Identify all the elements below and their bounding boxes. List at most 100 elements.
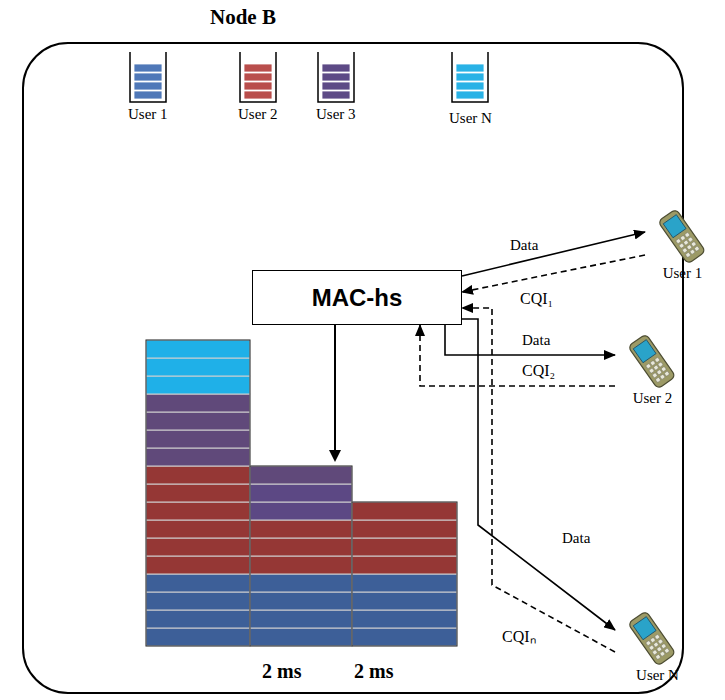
phone-key <box>653 365 658 370</box>
phone-key <box>646 640 651 645</box>
time-slot-block <box>146 430 250 448</box>
phone-key <box>664 648 669 653</box>
time-slot-block <box>352 520 457 538</box>
phone-key <box>646 363 651 368</box>
mobile-phone <box>651 210 711 264</box>
time-slot-block <box>146 394 250 412</box>
mobile-phone <box>621 335 681 389</box>
slot-column-outline <box>146 340 250 646</box>
time-slot-block <box>352 556 457 574</box>
phone-key <box>652 650 657 655</box>
data-arrow <box>462 319 615 630</box>
time-slot-block <box>352 592 457 610</box>
user-terminal: User 1 <box>645 210 720 290</box>
queue-outline <box>452 52 488 102</box>
queue-packet <box>456 64 484 72</box>
queue-packet <box>322 64 350 72</box>
phone-key <box>687 245 692 250</box>
phone-key <box>652 373 657 378</box>
queue-outline <box>130 52 166 102</box>
phone-key <box>676 238 681 243</box>
phone-body <box>628 335 676 389</box>
data-arrow <box>445 325 615 355</box>
user-label: User 1 <box>645 265 720 282</box>
phone-key <box>658 639 663 644</box>
time-slot-block <box>250 592 352 610</box>
slot-duration: 2 ms <box>354 660 393 683</box>
time-slot-block <box>352 502 457 520</box>
time-slot-block <box>250 574 352 592</box>
feedback-arrow <box>462 255 645 292</box>
phone-key <box>660 374 665 379</box>
phone-body <box>658 210 706 264</box>
time-slot-block <box>146 448 250 466</box>
time-slot-block <box>146 484 250 502</box>
time-slot-block <box>250 610 352 628</box>
phone-key <box>685 252 690 257</box>
queue-packet <box>244 91 272 99</box>
node-b-enclosure: Node BMAC-hs <box>22 42 684 694</box>
feedback-arrow <box>462 308 615 652</box>
time-slot-block <box>146 538 250 556</box>
phone-screen <box>633 617 656 640</box>
user-label: User 2 <box>615 390 690 407</box>
queue-packet <box>134 73 162 81</box>
down-arrow-shaft <box>334 325 336 452</box>
phone-key <box>655 634 660 639</box>
user-label: User N <box>615 667 700 684</box>
mobile-phone <box>621 612 681 666</box>
time-slot-block <box>146 502 250 520</box>
scheduled-blocks <box>146 340 457 646</box>
queue-label: User 2 <box>238 106 278 123</box>
time-slot-block <box>146 340 250 358</box>
edge-label: CQI₁ <box>518 290 555 308</box>
edge-label: CQI₂ <box>520 362 557 380</box>
queue-outline <box>318 52 354 102</box>
slot-duration: 2 ms <box>262 660 301 683</box>
phone-key <box>690 249 695 254</box>
phone-key <box>661 366 666 371</box>
time-slot-block <box>250 484 352 502</box>
phone-key <box>658 362 663 367</box>
queue-packet <box>456 73 484 81</box>
phone-body <box>628 612 676 666</box>
phone-key <box>664 371 669 376</box>
time-slot-block <box>250 628 352 646</box>
phone-key <box>657 370 662 375</box>
phone-screen <box>633 340 656 363</box>
phone-screen <box>663 215 686 238</box>
down-arrow-head <box>329 450 341 462</box>
queue-packet <box>134 64 162 72</box>
time-slot-block <box>146 556 250 574</box>
time-slot-block <box>250 466 352 484</box>
time-slot-block <box>146 520 250 538</box>
scheduler-arrow <box>329 325 341 462</box>
time-slot-block <box>250 520 352 538</box>
user-terminal: User 2 <box>615 335 690 415</box>
time-slot-block <box>146 574 250 592</box>
phone-key <box>680 235 685 240</box>
edge-label: Data <box>508 237 540 254</box>
phone-key <box>655 377 660 382</box>
phone-key <box>655 357 660 362</box>
time-slot-block <box>352 574 457 592</box>
phone-key <box>655 654 660 659</box>
edge-label: Data <box>560 530 592 547</box>
queue-packet <box>456 82 484 90</box>
queue-packet <box>322 73 350 81</box>
time-slot-block <box>250 556 352 574</box>
phone-key <box>660 651 665 656</box>
time-slot-block <box>146 610 250 628</box>
phone-key <box>649 645 654 650</box>
queue-packet <box>134 91 162 99</box>
data-arrow <box>462 232 645 276</box>
phone-key <box>694 246 699 251</box>
time-slot-block <box>146 466 250 484</box>
phone-key <box>679 243 684 248</box>
feedback-arrow <box>420 325 615 386</box>
slot-column-outline <box>250 466 352 646</box>
queue-outline <box>240 52 276 102</box>
phone-key <box>685 232 690 237</box>
